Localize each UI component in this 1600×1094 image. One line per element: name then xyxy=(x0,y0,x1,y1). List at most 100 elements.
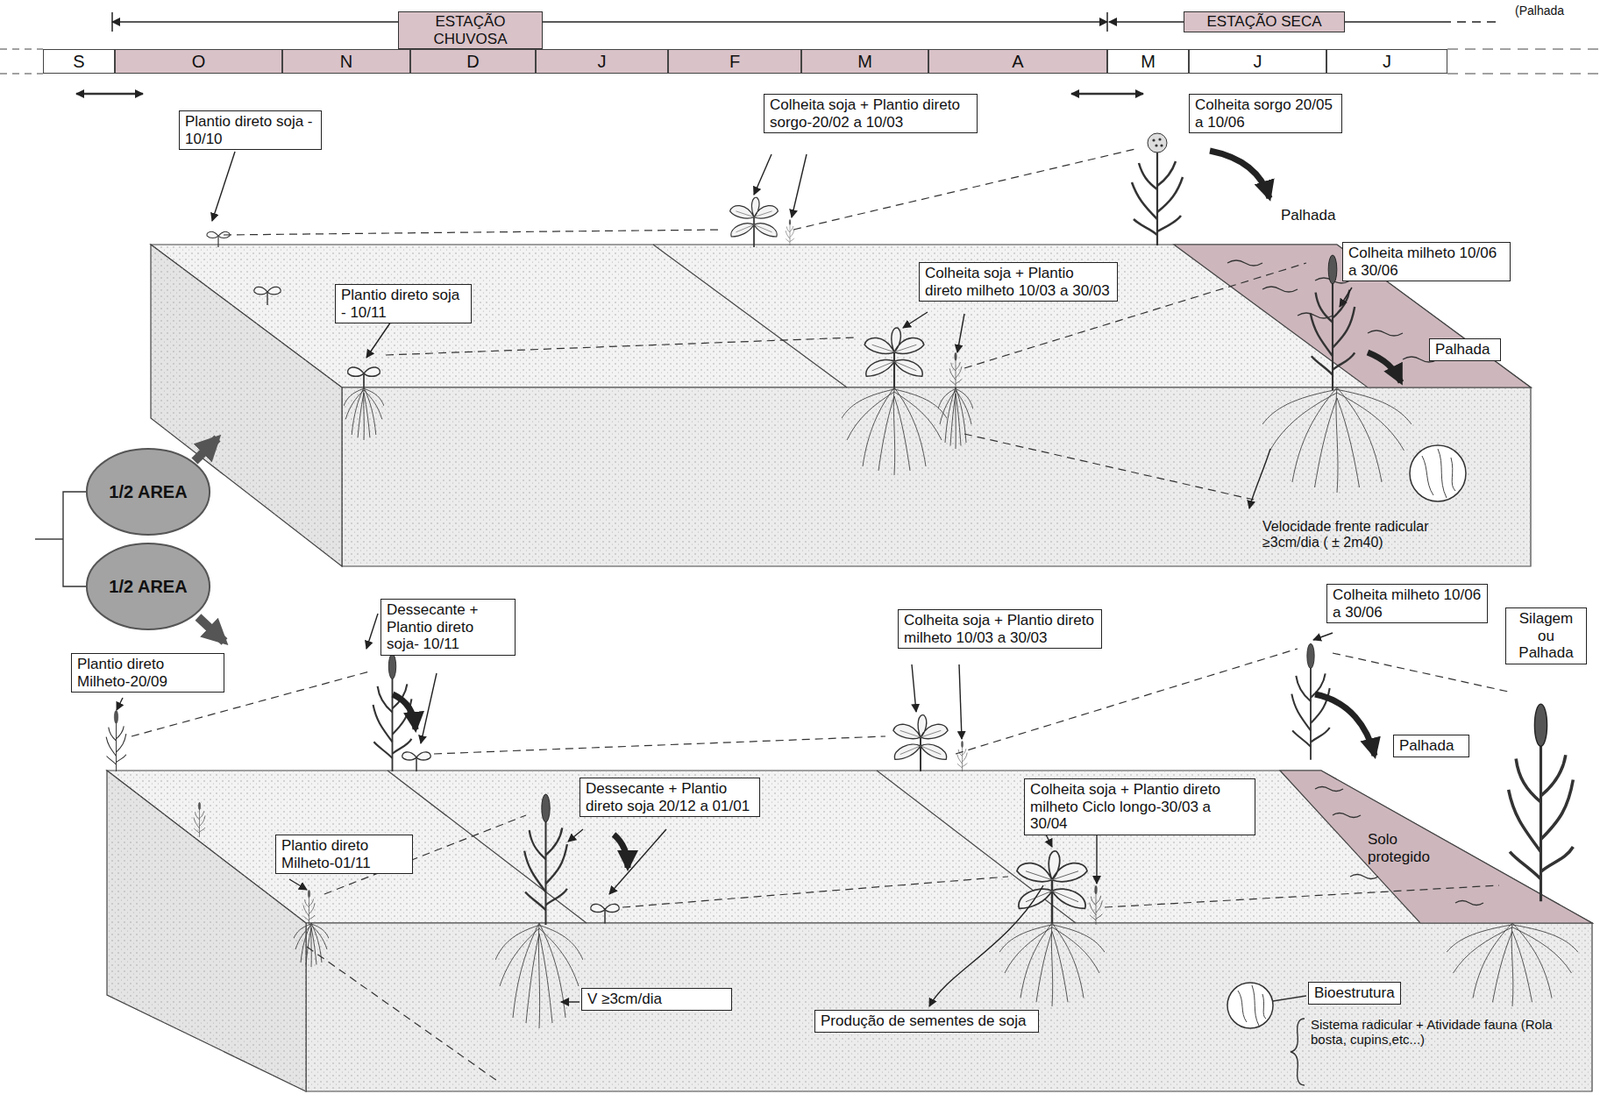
node-text: D xyxy=(466,51,479,72)
month-cell: F xyxy=(668,49,802,74)
month-cell: D xyxy=(410,49,536,74)
illustration-line xyxy=(306,946,500,1083)
illustration-line xyxy=(223,229,724,235)
illustration-use xyxy=(893,715,948,772)
illustration-use xyxy=(524,794,568,925)
illustration-use xyxy=(949,352,962,390)
label-box: Colheita soja + Plantio direto milheto 1… xyxy=(897,609,1103,649)
label-box: Colheita soja + Plantio direto milheto C… xyxy=(1024,778,1256,836)
node-text: Bioestrutura xyxy=(1314,984,1395,1003)
illustration-use xyxy=(938,387,974,449)
ellipse-outline xyxy=(86,448,210,535)
annotation-label: (Palhada xyxy=(1514,3,1594,18)
illustration-line xyxy=(793,149,1136,230)
illustration-g xyxy=(392,150,1401,868)
illustration-polygon xyxy=(341,387,1531,567)
illustration-use xyxy=(402,752,432,772)
annotation-label: Solo protegido xyxy=(1367,831,1451,866)
illustration-line xyxy=(212,151,235,221)
bracket-connector xyxy=(63,491,86,587)
illustration-path xyxy=(1315,694,1375,756)
node-text: J xyxy=(1253,51,1263,72)
node-text: Colheita soja + Plantio direto milheto 1… xyxy=(924,264,1112,299)
illustration-use xyxy=(590,903,620,924)
illustration-path xyxy=(1315,787,1484,906)
illustration-use xyxy=(348,367,381,390)
illustration-use xyxy=(999,923,1105,1007)
illustration-polygon xyxy=(106,770,306,1092)
season-band: ESTAÇÃO SECA xyxy=(1183,11,1345,33)
month-cell: S xyxy=(42,49,115,74)
node-text: Dessecante + Plantio direto soja 20/12 a… xyxy=(585,780,754,815)
month-cell: N xyxy=(282,49,411,74)
node-text: Plantio direto Milheto-20/09 xyxy=(77,655,219,690)
month-cell: J xyxy=(1188,49,1327,74)
illustration-line xyxy=(903,312,928,328)
illustration-line xyxy=(955,648,1298,754)
month-cell: J xyxy=(535,49,669,74)
illustration-use xyxy=(1508,704,1574,902)
illustration-line xyxy=(194,438,218,462)
node-text: Colheita soja + Plantio direto sorgo-20/… xyxy=(769,96,972,131)
illustration-line xyxy=(433,736,886,754)
illustration-g xyxy=(131,149,1513,1083)
label-box: Colheita soja + Plantio direto milheto 1… xyxy=(918,262,1118,302)
label-box: Plantio direto soja - 10/11 xyxy=(334,284,472,324)
illustration-line xyxy=(1442,21,1500,23)
illustration-line xyxy=(76,92,143,96)
node-text: Dessecante + Plantio direto soja- 10/11 xyxy=(386,601,510,654)
node-text: Plantio direto soja - 10/10 xyxy=(184,113,316,148)
illustration-use xyxy=(1089,885,1103,925)
illustration-line xyxy=(35,538,64,540)
illustration-circle xyxy=(1409,445,1466,502)
node-text: S xyxy=(72,51,85,72)
illustration-path xyxy=(1290,1018,1305,1086)
illustration-use xyxy=(730,197,779,248)
node-text: V ≥3cm/dia xyxy=(587,990,726,1009)
illustration-polygon xyxy=(106,770,1593,924)
illustration-circle xyxy=(1227,982,1273,1029)
illustration-line xyxy=(385,337,855,356)
label-box: Plantio direto Milheto-01/11 xyxy=(275,834,413,875)
illustration-use xyxy=(785,219,795,246)
illustration-use xyxy=(303,889,315,925)
illustration-line xyxy=(111,12,114,32)
node-text: Palhada xyxy=(1399,737,1464,755)
node-text: N xyxy=(340,51,353,72)
node-text: Silagem ou Palhada xyxy=(1511,610,1581,662)
illustration-polygon xyxy=(341,387,1531,567)
illustration-line xyxy=(366,613,378,649)
node-text: Colheita milheto 10/06 a 30/06 xyxy=(1332,586,1482,621)
illustration-line xyxy=(1313,632,1333,640)
illustration-line xyxy=(1447,49,1600,50)
illustration-line xyxy=(609,829,667,895)
node-text: Colheita sorgo 20/05 a 10/06 xyxy=(1194,96,1337,131)
illustration-path xyxy=(929,885,1044,1007)
month-cell: O xyxy=(114,49,283,74)
illustration-line xyxy=(1272,995,1307,1002)
label-box: Colheita sorgo 20/05 a 10/06 xyxy=(1188,93,1343,134)
node-text: Colheita soja + Plantio direto milheto 1… xyxy=(903,611,1096,647)
node-text: F xyxy=(729,51,740,72)
node-text: M xyxy=(1140,51,1156,72)
illustration-line xyxy=(289,879,307,890)
label-box: Colheita milheto 10/06 a 30/06 xyxy=(1326,583,1488,624)
month-cell: J xyxy=(1326,49,1448,74)
illustration-line xyxy=(964,433,1254,500)
illustration-line xyxy=(959,664,962,740)
illustration-line xyxy=(1106,12,1109,32)
illustration-line xyxy=(1071,92,1144,96)
label-box: Plantio direto soja - 10/10 xyxy=(178,110,322,150)
node-text: J xyxy=(597,51,607,72)
illustration-line xyxy=(957,313,965,353)
node-text: A xyxy=(1011,51,1024,72)
illustration-line xyxy=(0,49,43,50)
illustration-use xyxy=(293,923,329,968)
illustration-line xyxy=(116,697,123,711)
node-text: Colheita soja + Plantio direto milheto C… xyxy=(1030,781,1250,833)
node-text: ESTAÇÃO SECA xyxy=(1189,13,1339,31)
illustration-path xyxy=(1422,448,1456,498)
illustration-line xyxy=(1332,653,1513,693)
illustration-line xyxy=(387,770,587,924)
